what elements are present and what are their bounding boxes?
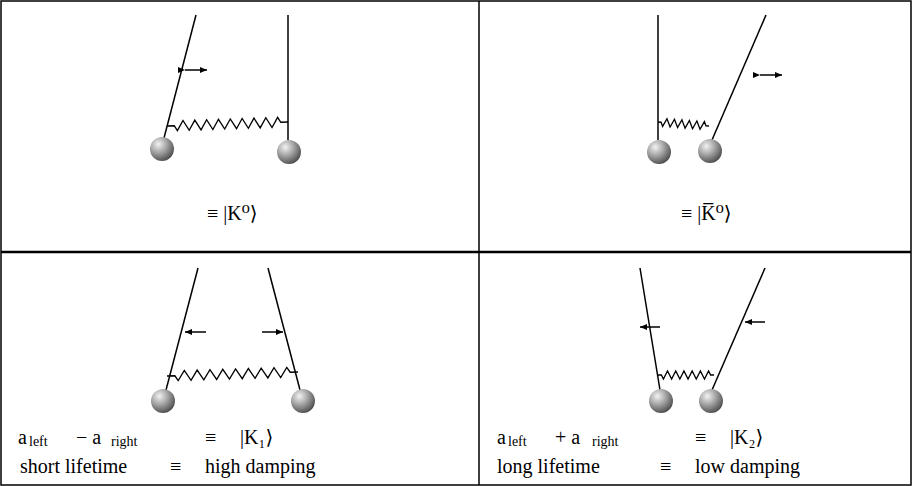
damping-note: high damping	[205, 456, 316, 476]
cell-divider	[1, 251, 911, 254]
pendulum-bob	[277, 140, 301, 164]
coupled-pendulum	[658, 15, 782, 140]
state-label: |K₂⟩	[730, 427, 763, 447]
equivalence-sign: ≡	[205, 427, 216, 447]
equivalence-sign: ≡	[170, 456, 181, 476]
state-label: ≡ |K̅⁰⟩	[681, 203, 732, 223]
lifetime-note: short lifetime	[20, 456, 127, 476]
spring	[658, 119, 709, 130]
amplitude-symbol: a	[18, 427, 27, 447]
amplitude-symbol: a	[497, 427, 506, 447]
spring	[167, 367, 298, 380]
lifetime-note: long lifetime	[497, 456, 600, 476]
coupled-pendulum	[164, 15, 288, 140]
pendulum-bob	[151, 389, 175, 413]
subscript: left	[508, 435, 527, 449]
state-label: ≡ |K⁰⟩	[207, 203, 258, 223]
pendulum-bob	[698, 139, 722, 163]
pendulum-bob	[649, 389, 673, 413]
state-label: |K₁⟩	[240, 427, 273, 447]
pendulum-bob	[291, 389, 315, 413]
equivalence-sign: ≡	[695, 427, 706, 447]
pendulum-bob	[647, 140, 671, 164]
spring	[167, 117, 714, 380]
subscript: right	[111, 435, 137, 449]
pendulum-bob	[699, 389, 723, 413]
pendulum-bob	[150, 137, 174, 161]
cell-divider	[478, 1, 480, 485]
amplitude-symbol: + a	[555, 427, 580, 447]
damping-note: low damping	[695, 456, 800, 476]
amplitude-symbol: − a	[76, 427, 101, 447]
spring	[658, 371, 714, 379]
subscript: right	[592, 435, 618, 449]
coupled-pendulum	[640, 268, 765, 390]
equivalence-sign: ≡	[660, 456, 671, 476]
subscript: left	[29, 435, 48, 449]
spring	[167, 117, 288, 130]
coupled-pendulum	[166, 268, 300, 390]
